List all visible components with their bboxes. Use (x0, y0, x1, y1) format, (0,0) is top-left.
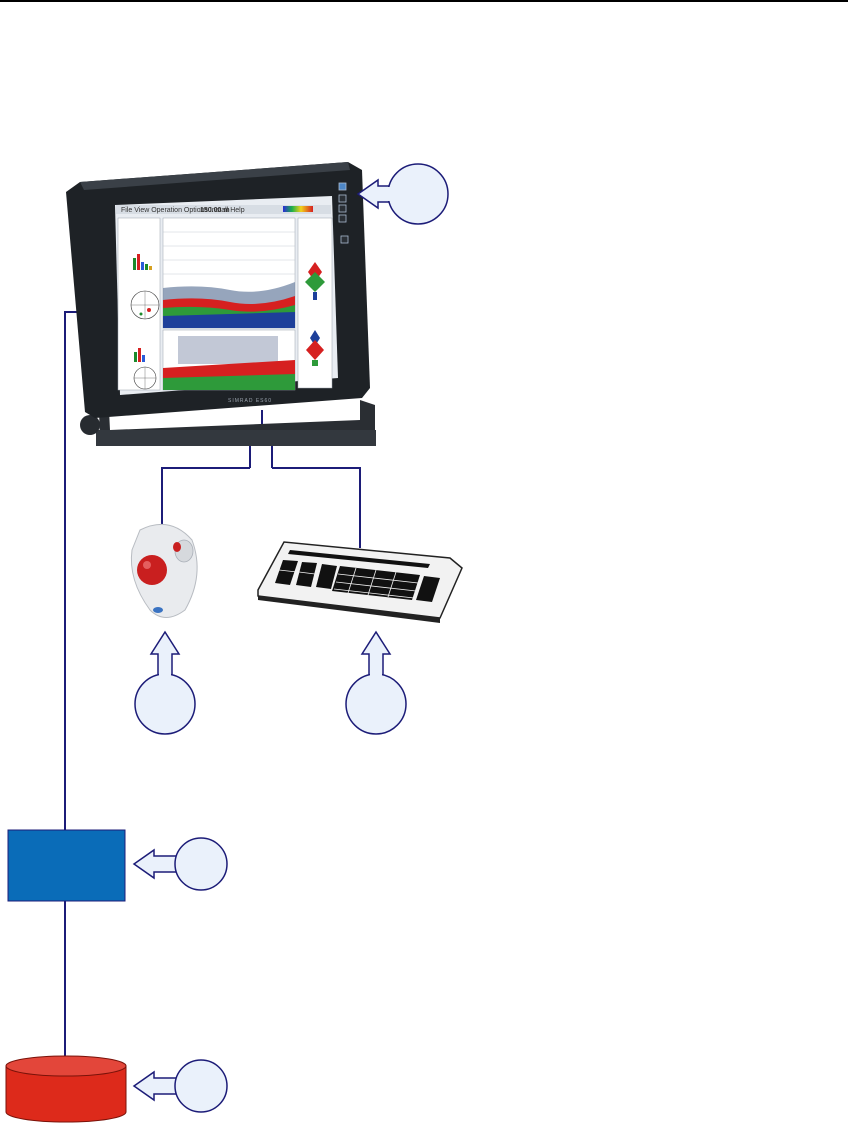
bezel-buttons (338, 182, 349, 244)
callout-trackball (134, 630, 196, 735)
keyboard-edge (258, 596, 440, 623)
stand-base (96, 430, 376, 446)
echogram-bottom-green (163, 374, 295, 390)
bezel-button-2[interactable] (338, 194, 347, 203)
screen-menu-text: File View Operation Options Install Help (121, 207, 245, 214)
page-top-rule (0, 0, 848, 2)
callout-keyboard (345, 630, 407, 735)
callout-display (356, 163, 449, 225)
transceiver-top (5, 1055, 127, 1077)
screen-color-scale (283, 206, 313, 212)
echogram-bottom-scatter (178, 336, 278, 364)
stand-knob (80, 415, 100, 435)
trackball (130, 523, 198, 618)
bezel-button-5[interactable] (340, 235, 349, 244)
callout-transceiver (132, 1059, 228, 1113)
wire-to-trackball (161, 467, 250, 528)
screen-left-panel (117, 217, 161, 391)
screen-menu-bar (116, 205, 331, 214)
wire-display-to-processor (64, 311, 83, 830)
power-button[interactable] (338, 182, 347, 191)
trackball-logo-mark (153, 607, 163, 613)
echogram-top-gridlines (163, 231, 295, 275)
wire-to-keyboard (272, 467, 361, 548)
transceiver (5, 1055, 127, 1123)
bezel-button-4[interactable] (338, 214, 347, 223)
bezel-button-3[interactable] (338, 204, 347, 213)
processor-unit (7, 829, 126, 902)
scope-bottom (306, 330, 324, 366)
trackball-button-red[interactable] (173, 542, 181, 552)
keyboard (257, 541, 463, 623)
scope-top (305, 262, 325, 300)
histogram-bottom (134, 348, 145, 362)
trackball-ball[interactable] (137, 555, 167, 585)
transceiver-body (5, 1065, 127, 1123)
echogram-top-bottom-blue (163, 312, 295, 328)
screen-header-value: 150.00 m (200, 207, 230, 214)
monitor-logo: SIMRAD ES60 (228, 398, 272, 404)
display-monitor: File View Operation Options Install Help… (66, 162, 376, 446)
histogram-top (133, 254, 152, 270)
callout-processor (132, 837, 228, 891)
bezel-highlight (80, 162, 350, 190)
keyboard-key-grid (278, 567, 419, 599)
